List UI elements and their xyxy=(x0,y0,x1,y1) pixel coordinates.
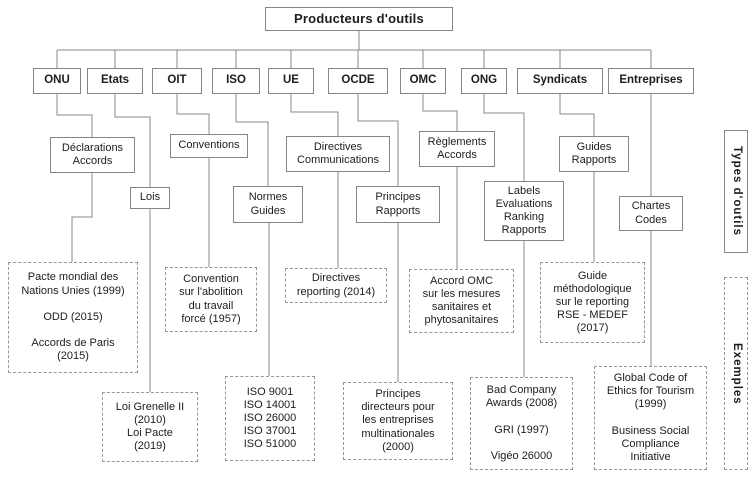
producer-ong: ONG xyxy=(461,68,507,94)
example-oit: Convention sur l'abolition du travail fo… xyxy=(165,267,257,332)
side-label-tool-types: Types d'outils xyxy=(724,130,748,253)
connector xyxy=(71,173,93,262)
tool-type-iso: Normes Guides xyxy=(233,186,303,223)
producer-oit: OIT xyxy=(152,68,202,94)
producer-ocde: OCDE xyxy=(328,68,388,94)
connector xyxy=(235,94,269,186)
tool-type-ong: Labels Evaluations Ranking Rapports xyxy=(484,181,564,241)
tool-type-onu: Déclarations Accords xyxy=(50,137,135,173)
connector xyxy=(559,94,595,136)
example-ue: Directives reporting (2014) xyxy=(285,268,387,303)
producer-entreprises: Entreprises xyxy=(608,68,694,94)
producer-ue: UE xyxy=(268,68,314,94)
connector xyxy=(357,94,399,186)
connector xyxy=(176,94,210,134)
example-onu: Pacte mondial des Nations Unies (1999) O… xyxy=(8,262,138,373)
producer-etats: Etats xyxy=(87,68,143,94)
producer-syndicats: Syndicats xyxy=(517,68,603,94)
tool-type-syndicats: Guides Rapports xyxy=(559,136,629,172)
connector xyxy=(483,94,525,181)
producer-onu: ONU xyxy=(33,68,81,94)
tool-type-oit: Conventions xyxy=(170,134,248,158)
connector xyxy=(56,94,93,137)
side-label-examples: Exemples xyxy=(724,277,748,470)
tool-type-ocde: Principes Rapports xyxy=(356,186,440,223)
example-syndicats: Guide méthodologique sur le reporting RS… xyxy=(540,262,645,343)
example-omc: Accord OMC sur les mesures sanitaires et… xyxy=(409,269,514,333)
connector xyxy=(422,94,458,131)
example-etats: Loi Grenelle II (2010) Loi Pacte (2019) xyxy=(102,392,198,462)
example-ong: Bad Company Awards (2008) GRI (1997) Vig… xyxy=(470,377,573,470)
connector xyxy=(290,94,339,136)
diagram-title: Producteurs d'outils xyxy=(265,7,453,31)
producer-omc: OMC xyxy=(400,68,446,94)
example-entreprises: Global Code of Ethics for Tourism (1999)… xyxy=(594,366,707,470)
producer-iso: ISO xyxy=(212,68,260,94)
connector xyxy=(114,94,151,187)
example-iso: ISO 9001 ISO 14001 ISO 26000 ISO 37001 I… xyxy=(225,376,315,461)
tool-type-etats: Lois xyxy=(130,187,170,209)
tool-type-entreprises: Chartes Codes xyxy=(619,196,683,231)
tool-type-ue: Directives Communications xyxy=(286,136,390,172)
tool-type-omc: Règlements Accords xyxy=(419,131,495,167)
example-ocde: Principes directeurs pour les entreprise… xyxy=(343,382,453,460)
